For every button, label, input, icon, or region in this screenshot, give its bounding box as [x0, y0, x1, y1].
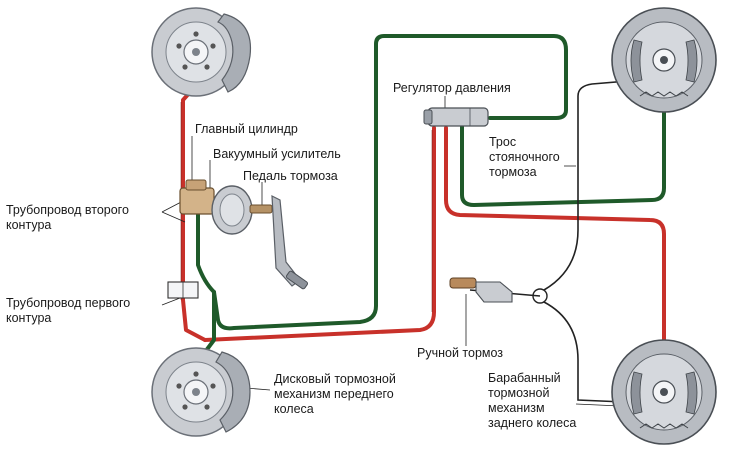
red-line-rear-right — [444, 126, 666, 342]
disc-bolt-top-4 — [182, 64, 188, 70]
hand-brake-grip — [449, 277, 477, 289]
leader-lines — [161, 96, 621, 407]
label-drum-brake-1: Барабанный — [488, 371, 561, 385]
hand-brake-lever — [449, 277, 548, 304]
disc-caliper-bottom — [215, 351, 251, 433]
drum-center-bottom — [660, 388, 668, 396]
rear-drum-brake-top — [611, 7, 717, 113]
label-parking-cable-3: тормоза — [489, 165, 537, 179]
label-pressure-regulator: Регулятор давления — [393, 81, 511, 95]
booster-pushrod — [249, 204, 273, 214]
label-disc-brake-1: Дисковый тормозной — [274, 372, 396, 386]
drum-shoe-top-left — [630, 39, 643, 83]
label-second-circuit-1: Трубопровод второго — [6, 203, 129, 217]
brake-pedal-pad — [285, 270, 309, 290]
master-cylinder-assembly — [179, 179, 309, 290]
disc-bolt-top-5 — [176, 43, 182, 49]
disc-bolt-top-1 — [193, 31, 199, 37]
red-circuit-lines — [181, 88, 666, 342]
disc-center-top — [192, 48, 200, 56]
pressure-regulator-unit — [423, 107, 489, 127]
labels: Главный цилиндр Вакуумный усилитель Педа… — [6, 81, 576, 430]
regulator-body — [427, 107, 489, 127]
disc-bolt-bottom-1 — [193, 371, 199, 377]
disc-bolt-top-2 — [210, 43, 216, 49]
label-first-circuit-2: контура — [6, 311, 51, 325]
label-drum-brake-2: тормозной — [488, 386, 549, 400]
disc-bolt-top-3 — [204, 64, 210, 70]
label-parking-cable-1: Трос — [489, 135, 516, 149]
label-master-cylinder: Главный цилиндр — [195, 122, 298, 136]
green-line-front-right — [203, 290, 216, 354]
drum-shoe-top-right — [685, 39, 698, 83]
hand-brake-mount — [475, 281, 513, 303]
drum-spring-top — [639, 91, 689, 97]
label-vacuum-booster: Вакуумный усилитель — [213, 147, 341, 161]
brake-pedal-arm — [271, 195, 301, 287]
label-drum-brake-4: заднего колеса — [488, 416, 576, 430]
disc-bolt-bottom-2 — [210, 383, 216, 389]
regulator-cap — [423, 109, 433, 125]
master-cylinder-reservoir — [185, 179, 207, 191]
label-hand-brake: Ручной тормоз — [417, 346, 503, 360]
label-second-circuit-2: контура — [6, 218, 51, 232]
drum-shoe-bottom-left — [630, 371, 643, 415]
label-parking-cable-2: стояночного — [489, 150, 560, 164]
disc-caliper-top — [217, 13, 252, 93]
vacuum-booster-ring — [219, 193, 245, 227]
drum-shoe-bottom-right — [685, 371, 698, 415]
red-line-to-regulator — [203, 126, 436, 342]
label-drum-brake-3: механизм — [488, 401, 545, 415]
leader-first-circuit — [161, 297, 181, 306]
rear-drum-brake-bottom — [611, 339, 717, 445]
cable-equalizer — [532, 288, 548, 304]
disc-bolt-bottom-5 — [176, 383, 182, 389]
label-disc-brake-2: механизм переднего — [274, 387, 394, 401]
label-first-circuit-1: Трубопровод первого — [6, 296, 130, 310]
front-disc-brake-bottom — [151, 347, 251, 437]
red-line-front-left — [181, 88, 207, 342]
disc-center-bottom — [192, 388, 200, 396]
drum-spring-bottom — [639, 423, 689, 429]
junction-block — [167, 281, 199, 299]
master-cylinder-body — [179, 187, 215, 215]
cable-to-rear-top — [543, 79, 641, 291]
cable-to-rear-bottom — [543, 301, 625, 403]
leader-drum-brake — [575, 403, 621, 407]
green-circuit-lines — [196, 34, 666, 354]
green-line-to-rear — [460, 94, 666, 207]
label-disc-brake-3: колеса — [274, 402, 314, 416]
front-disc-brake-top — [151, 7, 252, 97]
label-brake-pedal: Педаль тормоза — [243, 169, 338, 183]
disc-bolt-bottom-3 — [204, 404, 210, 410]
drum-center-top — [660, 56, 668, 64]
disc-bolt-bottom-4 — [182, 404, 188, 410]
